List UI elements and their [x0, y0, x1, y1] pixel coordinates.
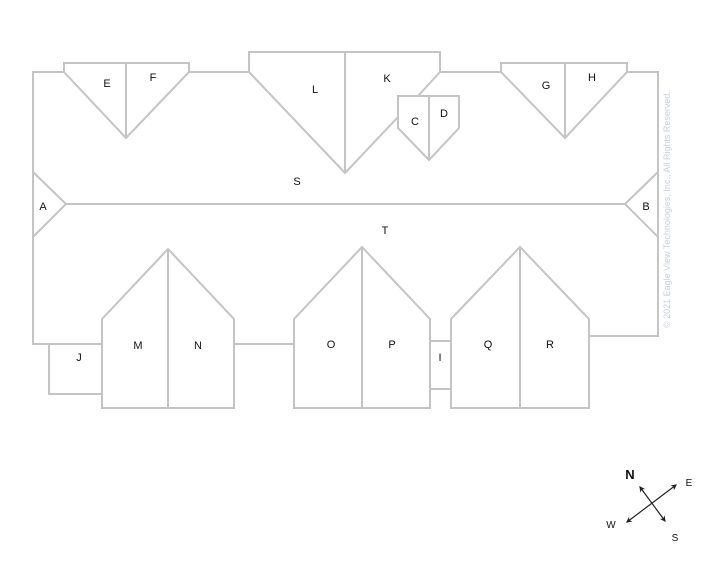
label-c: C [411, 116, 419, 128]
label-b: B [642, 201, 649, 213]
facet-a [32, 171, 68, 238]
label-k: K [383, 73, 391, 85]
roof-outline [32, 51, 659, 409]
label-t: T [382, 225, 389, 237]
label-n: N [194, 340, 202, 352]
outline-left-top [32, 71, 102, 345]
label-e: E [103, 78, 110, 90]
facet-j [48, 344, 102, 395]
facet-m-n [101, 247, 235, 409]
facet-b [623, 171, 659, 238]
label-f: F [150, 72, 157, 84]
label-q: Q [484, 339, 493, 351]
facet-c-d [397, 95, 460, 162]
facet-g-h [500, 62, 628, 140]
label-d: D [440, 108, 448, 120]
label-o: O [327, 339, 336, 351]
compass-north: N [625, 467, 634, 482]
compass-east: E [686, 478, 693, 489]
label-l: L [312, 84, 318, 96]
label-r: R [546, 339, 554, 351]
label-m: M [133, 340, 142, 352]
facet-e-f [63, 62, 190, 140]
copyright-notice: © 2021 Eagle View Technologies, Inc., Al… [662, 91, 672, 328]
facet-labels: A B C D E F G H I J K L M N O P Q R S T [39, 72, 649, 364]
label-p: P [388, 339, 395, 351]
north-south-arrow-icon [639, 486, 666, 522]
label-s: S [293, 176, 300, 188]
compass: N E W S [606, 467, 692, 544]
west-east-arrow-icon [626, 484, 677, 523]
compass-west: W [606, 520, 616, 531]
label-i: I [438, 352, 441, 364]
facet-q-r [450, 245, 590, 409]
facet-i [429, 340, 452, 390]
label-j: J [76, 352, 82, 364]
outline-right [589, 71, 659, 337]
compass-south: S [672, 533, 679, 544]
label-a: A [39, 201, 47, 213]
label-h: H [588, 72, 596, 84]
label-g: G [542, 80, 551, 92]
